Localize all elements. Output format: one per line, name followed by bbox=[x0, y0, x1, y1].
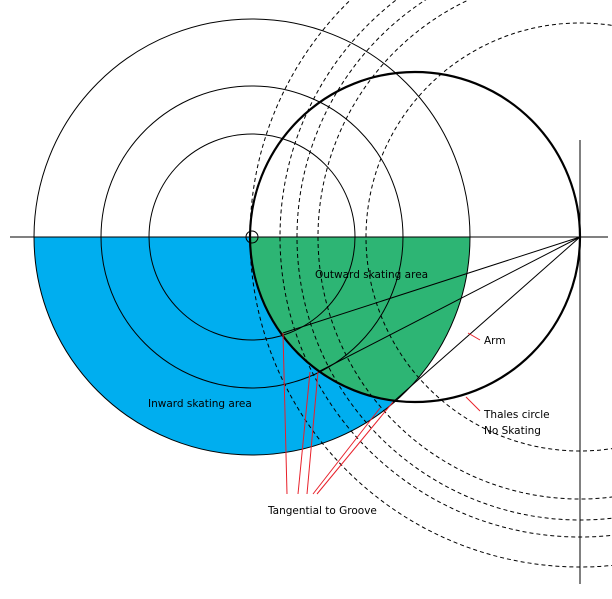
spindle-circle bbox=[245, 230, 259, 244]
no-skating-label: No Skating bbox=[484, 425, 541, 437]
arm-label: Arm bbox=[484, 335, 506, 347]
outward-skating-label: Outward skating area bbox=[315, 269, 428, 281]
inward-skating-label: Inward skating area bbox=[148, 398, 252, 410]
leader-arm bbox=[467, 332, 481, 341]
leader-tangent-2 bbox=[297, 371, 311, 495]
arm-line-2 bbox=[317, 236, 581, 373]
leader-tangent-5 bbox=[312, 407, 381, 495]
leader-thales bbox=[465, 396, 481, 412]
leader-tangent-1 bbox=[282, 332, 288, 495]
leader-tangent-4 bbox=[316, 401, 394, 495]
arm-line-3 bbox=[392, 236, 581, 403]
thales-circle-label: Thales circle bbox=[483, 409, 550, 421]
leader-tangent-3 bbox=[306, 371, 319, 495]
leader-lines bbox=[282, 332, 481, 495]
arm-line-1 bbox=[282, 236, 581, 334]
arm-lines bbox=[282, 236, 581, 403]
tangential-label: Tangential to Groove bbox=[267, 505, 377, 517]
